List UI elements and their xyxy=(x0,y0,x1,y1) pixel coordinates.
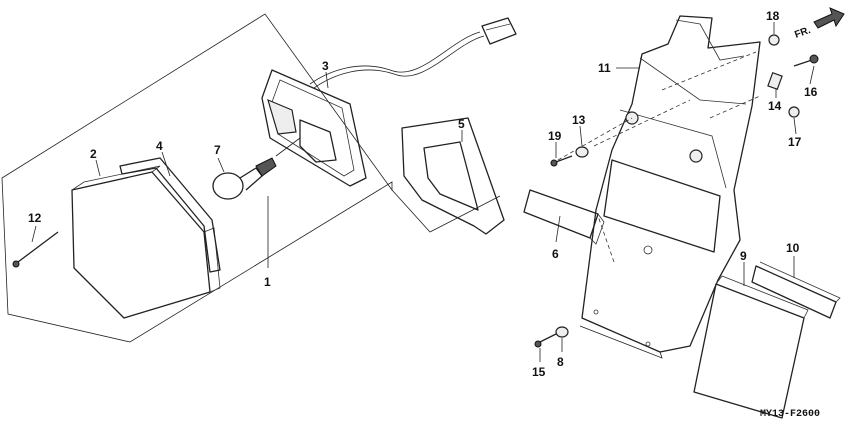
washer-8 xyxy=(555,326,569,338)
collar-13 xyxy=(575,146,589,158)
callout-15: 15 xyxy=(532,365,546,379)
callout-9: 9 xyxy=(740,249,747,263)
callout-8: 8 xyxy=(557,355,564,369)
nut-17 xyxy=(788,106,800,118)
leader-lines xyxy=(31,22,815,362)
lamp-housing xyxy=(261,17,517,187)
callout-2: 2 xyxy=(90,147,97,161)
bolt-16 xyxy=(793,54,819,67)
callout-14: 14 xyxy=(768,99,782,113)
callout-16: 16 xyxy=(804,85,818,99)
mud-flap xyxy=(693,275,809,419)
svg-text:FR.: FR. xyxy=(793,25,812,41)
front-direction-arrow: FR. xyxy=(793,7,845,41)
callout-19: 19 xyxy=(548,129,562,143)
callout-17: 17 xyxy=(788,135,802,149)
bolt-15 xyxy=(534,333,557,348)
lens-screw xyxy=(12,231,59,268)
callout-13: 13 xyxy=(572,113,586,127)
callout-4: 4 xyxy=(156,139,163,153)
assembly-bracket xyxy=(1,13,393,343)
plate-gasket xyxy=(401,117,505,235)
tail-lens xyxy=(71,165,221,319)
flap-plate xyxy=(751,261,841,319)
callout-10: 10 xyxy=(786,241,800,255)
lens-gasket xyxy=(119,157,221,273)
callout-7: 7 xyxy=(214,143,221,157)
callout-18: 18 xyxy=(766,9,780,23)
callout-1: 1 xyxy=(264,275,271,289)
callout-6: 6 xyxy=(552,247,559,261)
callout-3: 3 xyxy=(322,59,329,73)
reflector xyxy=(523,189,605,245)
rear-fender xyxy=(579,15,761,359)
bulb xyxy=(212,157,277,200)
bolt-19 xyxy=(550,155,573,167)
callout-12: 12 xyxy=(28,211,42,225)
reference-code: MY13-F2600 xyxy=(760,409,820,420)
callout-5: 5 xyxy=(458,117,465,131)
grommet-14 xyxy=(767,71,783,91)
callout-11: 11 xyxy=(598,61,611,75)
nut-18 xyxy=(768,34,780,46)
